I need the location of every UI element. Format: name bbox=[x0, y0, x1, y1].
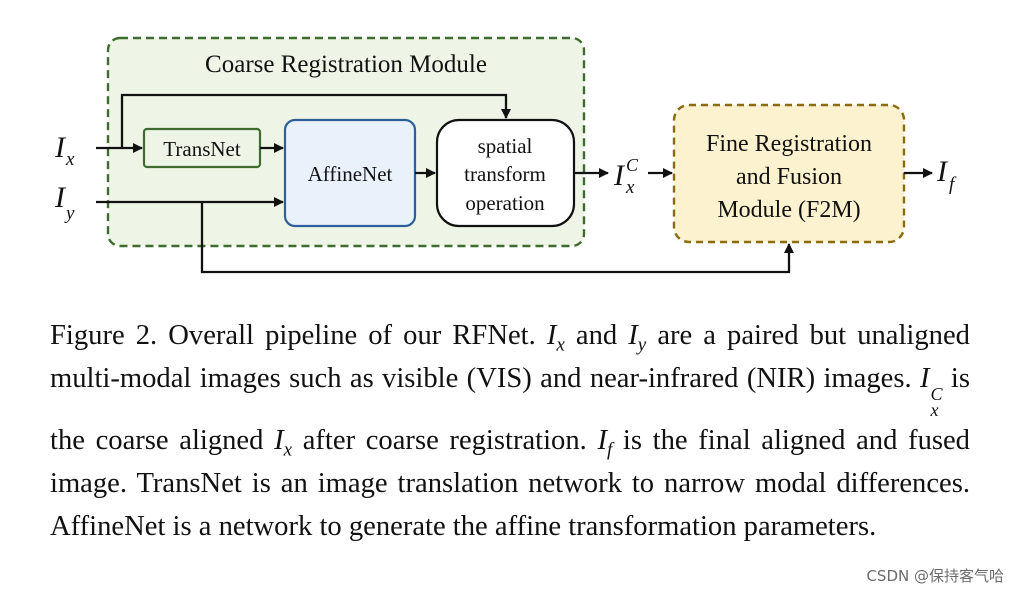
transnet-label: TransNet bbox=[163, 137, 241, 161]
watermark: CSDN @保持客气哈 bbox=[866, 567, 1004, 585]
caption-sentence-3: is the coarse aligned bbox=[50, 363, 970, 456]
arrow-iy-to-f2m bbox=[200, 202, 794, 274]
caption-iy: Iy bbox=[628, 320, 647, 356]
fine-line-2: and Fusion bbox=[736, 164, 842, 190]
figure-caption: Figure 2. Overall pipeline of our RFNet.… bbox=[50, 314, 970, 548]
caption-sentence-1: Overall pipeline of our RFNet. bbox=[168, 320, 536, 351]
spatial-line-1: spatial bbox=[478, 134, 533, 158]
caption-ix-2: Ix bbox=[274, 425, 293, 461]
caption-sentence-2: are a paired but unaligned multi-modal i… bbox=[50, 320, 970, 394]
caption-sentence-4: after coarse registration. bbox=[302, 425, 587, 456]
fine-line-1: Fine Registration bbox=[706, 131, 872, 157]
caption-fig-label: Figure 2. bbox=[50, 320, 158, 351]
fine-line-3: Module (F2M) bbox=[717, 197, 860, 223]
affinenet-label: AffineNet bbox=[308, 162, 393, 186]
coarse-module-title: Coarse Registration Module bbox=[205, 51, 487, 78]
input-iy-label: Iy bbox=[54, 181, 75, 224]
input-ix-label: Ix bbox=[54, 131, 75, 170]
caption-sentence-5: is the final aligned and fused image. Tr… bbox=[50, 425, 970, 542]
caption-if: If bbox=[597, 425, 613, 461]
spatial-line-2: transform bbox=[464, 162, 546, 186]
arrow-ix-to-spatial bbox=[120, 93, 511, 148]
caption-ix: Ix bbox=[546, 320, 565, 356]
spatial-line-3: operation bbox=[465, 191, 545, 215]
caption-and: and bbox=[575, 320, 618, 351]
